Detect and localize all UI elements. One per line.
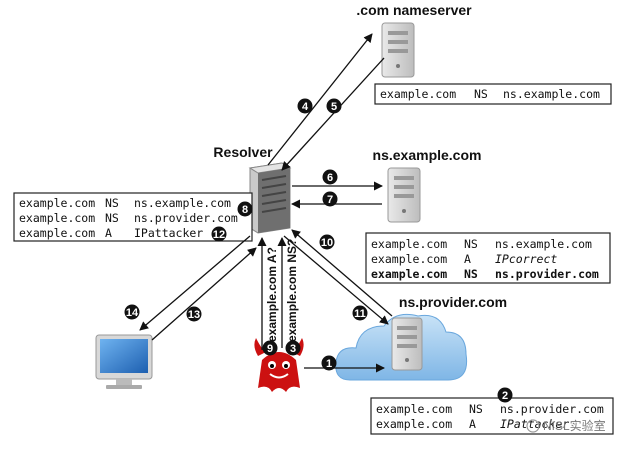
com-server-icon <box>381 22 415 78</box>
nsprov-rec-1-type: A <box>469 417 476 431</box>
com-rec-0-name: example.com <box>380 87 456 101</box>
com-record-box: example.com NS ns.example.com <box>374 83 612 105</box>
nsex-rec-1-type: A <box>464 252 471 266</box>
resolver-label: Resolver <box>213 144 273 160</box>
svg-text:14: 14 <box>126 307 139 319</box>
svg-text:8: 8 <box>242 204 248 216</box>
svg-text:5: 5 <box>331 101 337 113</box>
nsex-rec-0-name: example.com <box>371 237 447 251</box>
com-rec-0-value: ns.example.com <box>503 87 600 101</box>
arrow-10 <box>291 229 393 317</box>
nsex-rec-0-type: NS <box>464 237 478 251</box>
step-badge-5: 5 <box>326 98 342 114</box>
client-computer-icon <box>95 334 153 389</box>
watermark: NISL实验室 <box>526 418 606 433</box>
nsex-rec-2-value: ns.provider.com <box>495 267 599 281</box>
svg-text:4: 4 <box>302 101 309 113</box>
resolver-rec-1-name: example.com <box>19 211 95 225</box>
ns-example-record-box: example.com NS ns.example.com example.co… <box>365 232 611 284</box>
nsex-rec-1-value: IPcorrect <box>495 252 557 266</box>
svg-text:1: 1 <box>326 358 332 370</box>
resolver-rec-0-type: NS <box>105 196 119 210</box>
svg-text:2: 2 <box>502 390 508 402</box>
nsprov-rec-1-name: example.com <box>376 417 452 431</box>
step-badge-12: 12 <box>211 226 227 242</box>
wechat-icon <box>526 419 540 433</box>
step-badge-1: 1 <box>321 355 337 371</box>
step-badge-14: 14 <box>124 304 140 320</box>
nsex-rec-0-value: ns.example.com <box>495 237 592 251</box>
step-badge-9: 9 <box>262 340 278 356</box>
svg-text:6: 6 <box>327 172 333 184</box>
query-ns-label: example.com NS? <box>285 239 299 342</box>
arrow-13 <box>151 247 257 341</box>
step-badge-4: 4 <box>297 98 313 114</box>
svg-text:12: 12 <box>213 229 225 241</box>
svg-text:3: 3 <box>290 343 296 355</box>
arrow-11 <box>283 235 389 325</box>
nsprov-rec-0-name: example.com <box>376 402 452 416</box>
step-badges: 4 5 6 7 8 12 10 11 14 13 9 3 1 2 <box>124 98 513 403</box>
svg-text:13: 13 <box>188 309 200 321</box>
svg-text:10: 10 <box>321 237 333 249</box>
resolver-rec-2-value: IPattacker <box>134 226 203 240</box>
nsprov-rec-1-value: IPattacker <box>500 417 569 431</box>
nsex-rec-1-name: example.com <box>371 252 447 266</box>
arrow-5 <box>281 57 385 171</box>
resolver-rec-1-value: ns.provider.com <box>134 211 238 225</box>
ns-provider-label: ns.provider.com <box>399 294 507 310</box>
resolver-rec-2-name: example.com <box>19 226 95 240</box>
nsprov-rec-0-type: NS <box>469 402 483 416</box>
resolver-rec-1-type: NS <box>105 211 119 225</box>
step-badge-10: 10 <box>319 234 335 250</box>
nsprov-rec-0-value: ns.provider.com <box>500 402 604 416</box>
ns-provider-server-icon <box>391 317 423 371</box>
watermark-text: NISL实验室 <box>543 418 606 433</box>
nsex-rec-2-name: example.com <box>371 267 447 281</box>
step-badge-6: 6 <box>322 169 338 185</box>
step-badge-8: 8 <box>237 201 253 217</box>
svg-text:9: 9 <box>267 343 273 355</box>
step-badge-2: 2 <box>497 387 513 403</box>
nsex-rec-2-type: NS <box>464 267 478 281</box>
resolver-rec-2-type: A <box>105 226 112 240</box>
ns-provider-record-box: example.com NS ns.provider.com example.c… <box>370 397 614 435</box>
arrow-14 <box>139 235 251 331</box>
ns-example-label: ns.example.com <box>373 147 482 163</box>
query-a-label: example.com A? <box>265 247 279 342</box>
resolver-server-icon <box>248 162 292 234</box>
svg-text:11: 11 <box>354 308 366 320</box>
arrows <box>139 33 393 373</box>
arrow-4 <box>267 33 373 166</box>
step-badge-3: 3 <box>285 340 301 356</box>
step-badge-13: 13 <box>186 306 202 322</box>
step-badge-7: 7 <box>322 191 338 207</box>
com-nameserver-label: .com nameserver <box>356 2 472 18</box>
step-badge-11: 11 <box>352 305 368 321</box>
svg-text:7: 7 <box>327 194 333 206</box>
ns-example-server-icon <box>387 167 421 223</box>
resolver-rec-0-name: example.com <box>19 196 95 210</box>
com-rec-0-type: NS <box>474 87 488 101</box>
resolver-rec-0-value: ns.example.com <box>134 196 231 210</box>
